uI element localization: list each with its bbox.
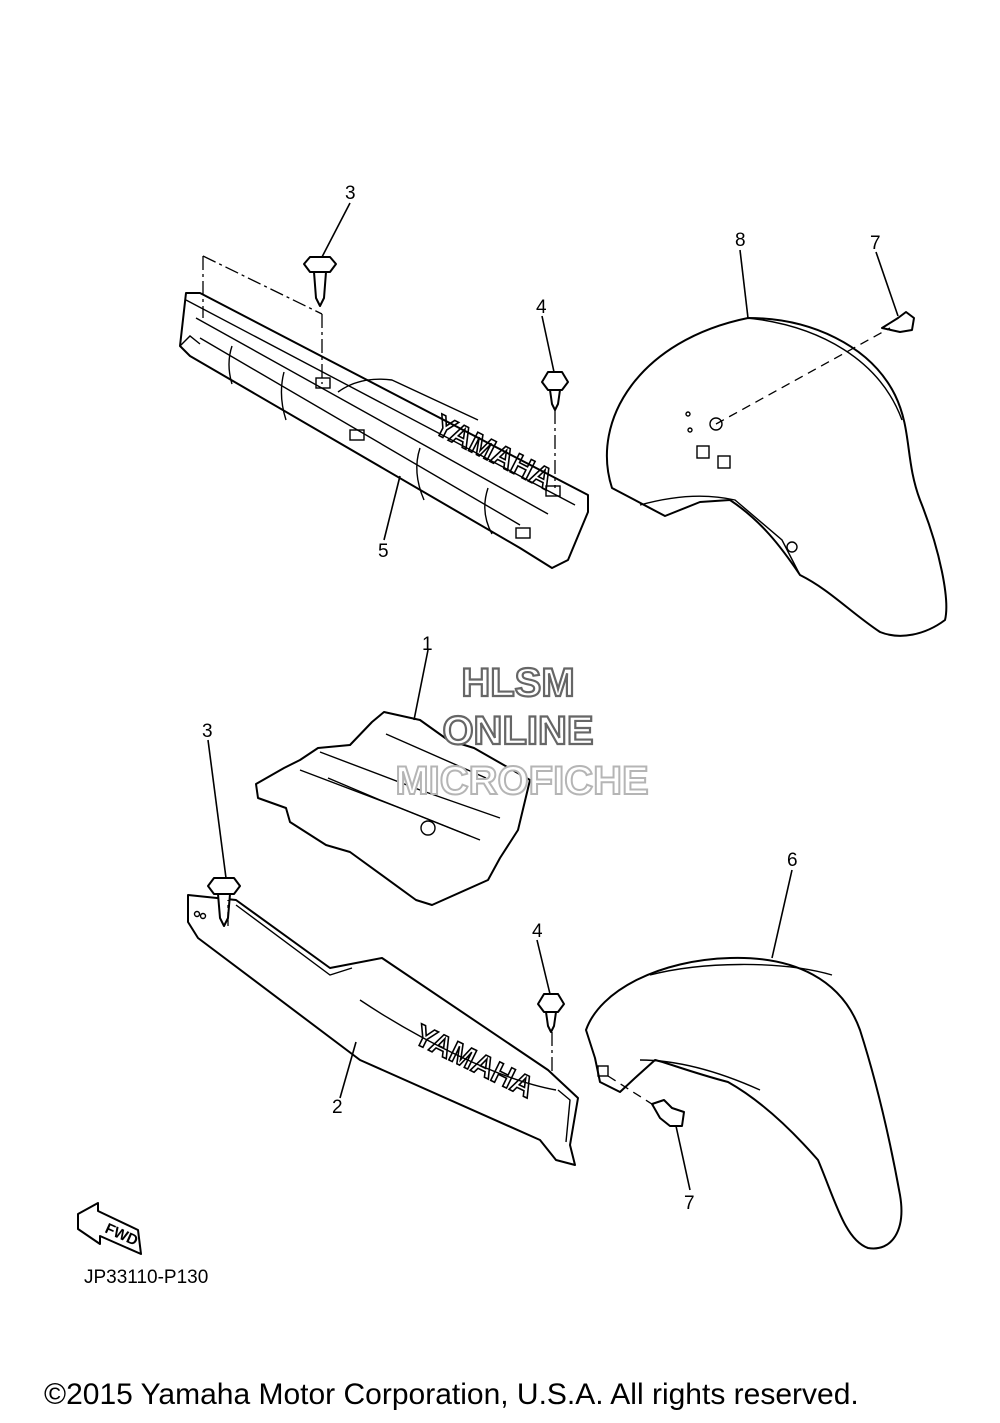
callout-7-lower: 7 bbox=[684, 1193, 695, 1214]
callout-4-upper: 4 bbox=[536, 297, 547, 318]
clip-7-lower bbox=[651, 1099, 685, 1127]
shield-plate bbox=[255, 711, 531, 906]
watermark-line3: MICROFICHE bbox=[395, 759, 648, 803]
diagram-reference-code: JP33110-P130 bbox=[84, 1267, 209, 1288]
fwd-arrow-icon: FWD bbox=[77, 1202, 142, 1255]
callout-4-lower: 4 bbox=[532, 921, 543, 942]
bolt-3-upper bbox=[303, 256, 337, 307]
copyright-notice: ©2015 Yamaha Motor Corporation, U.S.A. A… bbox=[44, 1378, 859, 1411]
callout-1: 1 bbox=[422, 634, 433, 655]
alignment-lines bbox=[202, 255, 891, 1107]
watermark-line2: ONLINE bbox=[442, 709, 593, 753]
callout-3-lower: 3 bbox=[202, 721, 213, 742]
callout-2: 2 bbox=[332, 1097, 343, 1118]
bolt-3-lower bbox=[207, 877, 241, 927]
callout-8: 8 bbox=[735, 230, 746, 251]
leader-lines bbox=[207, 202, 899, 1191]
watermark: HLSM ONLINE MICROFICHE bbox=[394, 660, 649, 804]
watermark-line1: HLSM bbox=[461, 661, 574, 705]
clip-4-upper bbox=[541, 371, 569, 411]
clip-7-upper bbox=[881, 311, 915, 333]
callout-6: 6 bbox=[787, 850, 798, 871]
callout-5: 5 bbox=[378, 541, 389, 562]
clip-4-lower bbox=[537, 993, 565, 1033]
rear-fender-lower bbox=[585, 956, 903, 1250]
rear-fender-upper bbox=[606, 317, 948, 637]
callout-7-upper: 7 bbox=[870, 233, 881, 254]
chain-guard-upper: YAMAHA bbox=[179, 292, 589, 569]
callout-3-upper: 3 bbox=[345, 183, 356, 204]
chain-guard-lower: YAMAHA bbox=[187, 894, 579, 1166]
